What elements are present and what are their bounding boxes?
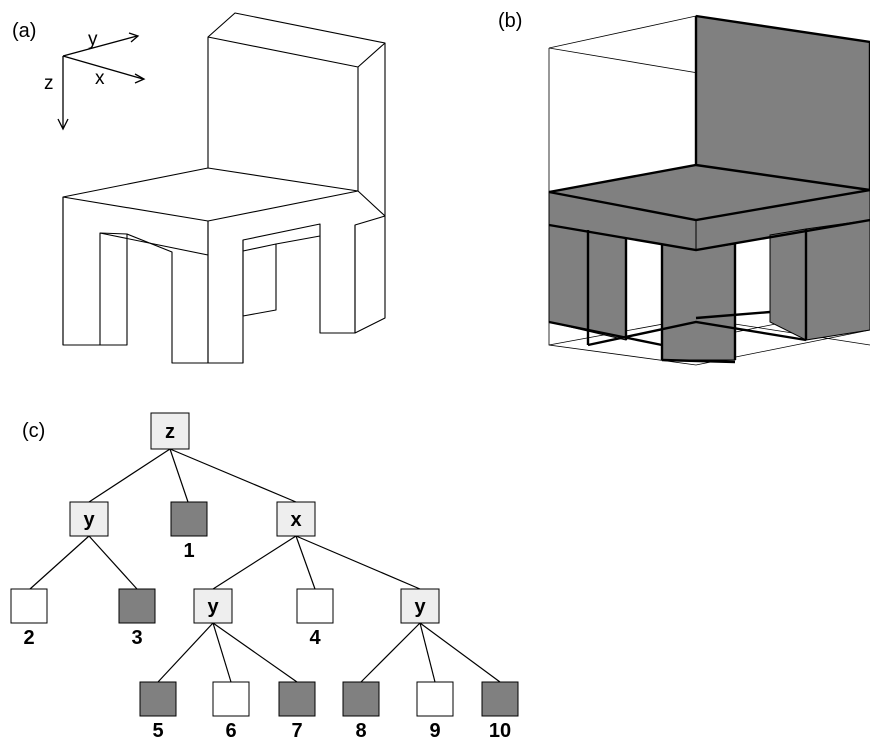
panel-b-label: (b) [498,10,522,32]
axis-z-label: z [44,73,54,94]
node-y2-label: y [207,596,219,618]
leaf-node-8 [342,681,380,717]
leaf-node-2 [10,588,48,624]
x-axis-arrow [62,55,144,80]
edge-y3-leaf10 [419,622,501,683]
edge-z-y1 [88,448,171,503]
y-axis-arrow [62,35,138,57]
leaf-label-10: 10 [489,720,511,742]
tree-edges [29,448,501,683]
z-arrow-head [57,118,69,131]
node-y1 [69,501,109,537]
leaf-node-6 [212,681,250,717]
axis-triad [57,32,146,131]
leaf-node-5 [139,681,177,717]
leaf-label-6: 6 [225,720,236,742]
tree-leaves: 1 2 3 4 5 6 7 8 9 10 [10,501,519,742]
cell-leg-br-inner [769,228,807,341]
leaf-node-3 [118,588,156,624]
panel-c-label: (c) [22,420,45,442]
edge-y3-leaf9 [419,622,436,683]
edge-z-leaf1 [169,448,189,503]
leaf-node-10 [481,681,519,717]
leaf-label-7: 7 [291,720,302,742]
node-y1-label: y [83,509,95,531]
node-x-label: x [290,509,301,531]
tree-internal-nodes: z y x y y [69,412,440,624]
edge-x-y2 [212,535,297,590]
node-root-z [150,412,190,450]
axis-y-label: y [88,29,98,50]
node-y3-label: y [414,596,426,618]
edge-y2-leaf7 [212,622,298,683]
node-x [276,501,316,537]
edge-x-y3 [295,535,421,590]
node-y3 [400,588,440,624]
leaf-label-2: 2 [23,627,34,649]
leaf-label-1: 1 [183,540,194,562]
y-arrow-head [128,32,140,43]
node-y2 [193,588,233,624]
thick-edges [548,14,870,364]
leaf-node-1 [170,501,208,537]
leaf-label-8: 8 [355,720,366,742]
cell-leg-fr [661,243,736,361]
leaf-node-7 [278,681,316,717]
edge-y2-leaf6 [212,622,232,683]
edge-y2-leaf5 [157,622,214,683]
edge-y1-leaf3 [88,535,138,590]
leaf-node-9 [416,681,454,717]
cell-leg-br [805,219,870,341]
leaf-label-9: 9 [429,720,440,742]
edge-x-leaf4 [295,535,316,590]
node-root-z-label: z [165,421,175,443]
edge-z-x [169,448,297,503]
leaf-label-5: 5 [152,720,163,742]
panel-b: (b) [498,10,870,366]
chair-outline [62,12,386,364]
filled-cells [548,15,870,361]
cell-backrest [695,15,870,191]
x-arrow-head [134,73,146,84]
panel-a: (a) y x z [12,12,386,364]
leaf-node-4 [296,588,334,624]
leaf-label-4: 4 [309,627,321,649]
leaf-label-3: 3 [131,627,142,649]
panel-c: (c) z y x y [10,412,519,742]
panel-a-label: (a) [12,20,36,42]
edge-y3-leaf8 [360,622,421,683]
axis-x-label: x [95,68,105,89]
edge-y1-leaf2 [29,535,90,590]
